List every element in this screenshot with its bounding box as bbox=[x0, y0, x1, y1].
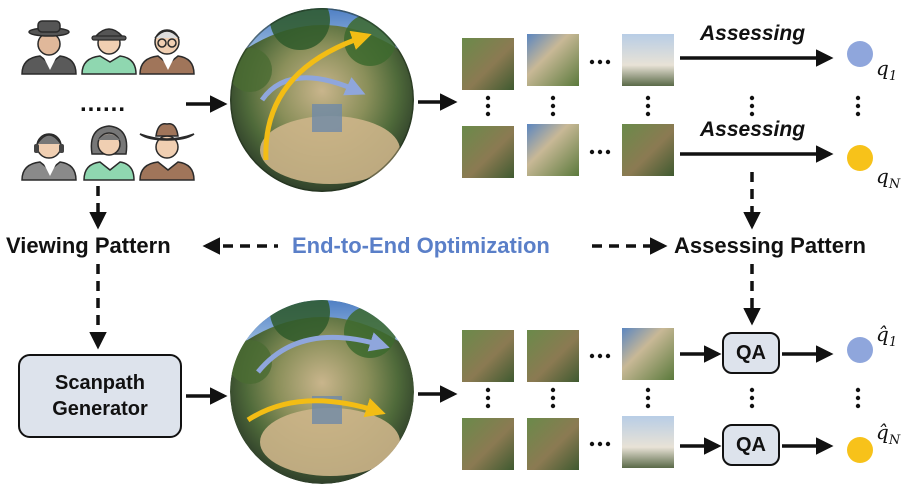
man-hat-icon bbox=[21, 20, 77, 75]
cowboy-icon bbox=[139, 123, 195, 181]
qa-box-top: QA bbox=[722, 332, 780, 374]
qa-box-bottom: QA bbox=[722, 424, 780, 466]
panorama-sphere-top bbox=[230, 8, 414, 192]
scanpath-generator-line1: Scanpath bbox=[54, 372, 146, 394]
assessing-label-bottom: Assessing bbox=[700, 118, 806, 141]
scanpath-generator-box: Scanpath Generator bbox=[18, 354, 182, 438]
score-label-qN-base: q bbox=[876, 164, 889, 188]
scanpath-yellow-bottom bbox=[246, 398, 386, 423]
woman-icon bbox=[83, 125, 135, 181]
score-label-q1-hat: q̂1 bbox=[876, 322, 897, 350]
score-dot-q1 bbox=[847, 41, 873, 67]
scanpath-yellow-top bbox=[263, 30, 372, 161]
people-icons bbox=[21, 20, 195, 181]
assessing-pattern-label: Assessing Pattern bbox=[674, 233, 866, 258]
score-label-qN-hat-sub: N bbox=[888, 433, 901, 448]
score-label-q1: q1 bbox=[876, 56, 897, 84]
scanpath-blue-top bbox=[259, 75, 366, 102]
viewport-sequence-top-1 bbox=[462, 34, 674, 90]
vertical-ellipsis-marks bbox=[485, 95, 861, 409]
scanpath-blue-bottom bbox=[256, 332, 390, 374]
horizontal-ellipsis-marks bbox=[589, 59, 611, 447]
end-to-end-optimization-label: End-to-End Optimization bbox=[292, 233, 550, 258]
score-label-qN-hat: q̂N bbox=[876, 420, 900, 448]
man-headset-icon bbox=[21, 133, 77, 181]
panorama-sphere-bottom bbox=[230, 300, 414, 484]
viewport-sequence-bottom-N bbox=[462, 416, 674, 470]
quality-score-markers bbox=[847, 41, 873, 463]
viewport-sequence-top-N bbox=[462, 124, 674, 178]
score-label-qN-sub: N bbox=[888, 177, 901, 192]
man-cap-icon bbox=[81, 28, 137, 75]
flow-arrows bbox=[186, 49, 834, 455]
viewing-pattern-label: Viewing Pattern bbox=[6, 233, 171, 258]
score-label-qN-hat-base: q̂ bbox=[876, 420, 889, 444]
score-label-q1-sub: 1 bbox=[888, 69, 898, 84]
assessing-label-top: Assessing bbox=[700, 22, 806, 45]
score-dot-qN-hat bbox=[847, 437, 873, 463]
score-label-q1-hat-sub: 1 bbox=[888, 335, 898, 350]
dashed-arrows bbox=[89, 172, 761, 350]
scanpath-generator-line2: Generator bbox=[52, 398, 148, 420]
score-dot-q1-hat bbox=[847, 337, 873, 363]
people-ellipsis: ...... bbox=[80, 90, 127, 117]
score-label-qN: qN bbox=[876, 164, 900, 192]
old-man-glasses-icon bbox=[139, 29, 195, 75]
score-label-q1-hat-base: q̂ bbox=[876, 322, 889, 346]
viewport-sequence-bottom-1 bbox=[462, 328, 674, 382]
score-dot-qN bbox=[847, 145, 873, 171]
score-label-q1-base: q bbox=[876, 56, 889, 80]
